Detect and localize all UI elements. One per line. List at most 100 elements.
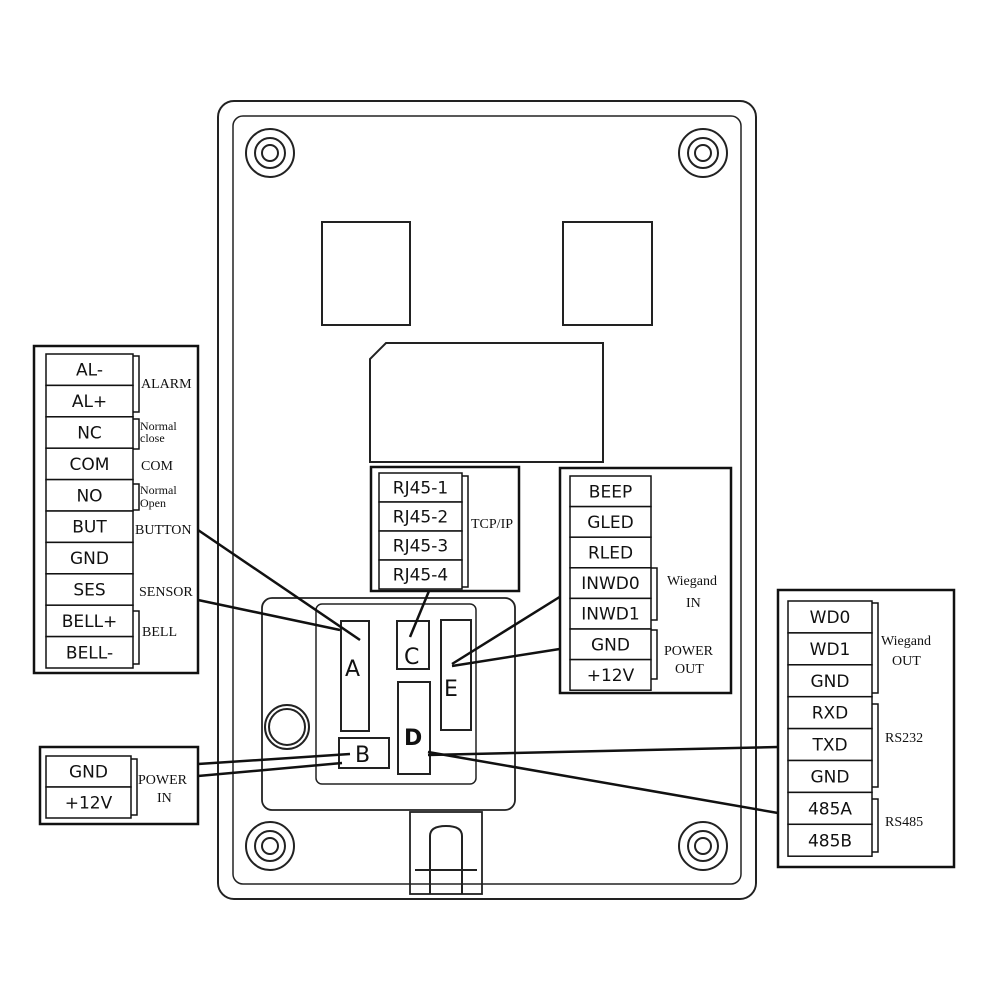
group-normal-open-1: Normal: [140, 483, 177, 497]
ports: A B C D E: [338, 619, 472, 775]
screw-hole-top-right: [678, 128, 728, 178]
cable-clip-slot: [429, 824, 463, 894]
tamper-button: [264, 704, 310, 750]
leader-rs232-to-d: [427, 745, 779, 757]
group-normal-close-1: Normal: [140, 419, 177, 433]
power-in-terminal-block: GND+12V POWER IN: [38, 745, 200, 826]
group-wiegand-out-1: Wiegand: [881, 634, 931, 649]
group-alarm: ALARM: [141, 377, 192, 392]
e-pin-label: INWD0: [581, 574, 639, 594]
leader-ses-to-a: [197, 598, 341, 632]
tcpip-pin-cell: [378, 501, 463, 532]
d-pin-label: TXD: [811, 736, 847, 756]
group-normal-close-2: close: [140, 431, 165, 445]
left-pin-cell: [45, 384, 134, 418]
tcpip-pin-label: RJ45-4: [393, 566, 448, 586]
left-pin-cell: [45, 353, 134, 387]
screw-hole-top-left: [245, 128, 295, 178]
left-brackets: [133, 355, 140, 665]
left-pin-cell: [45, 478, 134, 512]
d-pin-cell: [787, 727, 873, 762]
e-pin-label: GLED: [587, 513, 633, 533]
d-pin-label: 485B: [808, 831, 852, 851]
left-pin-label: AL+: [72, 392, 107, 412]
leader-power-out-to-e: [451, 646, 567, 668]
port-c: [396, 620, 430, 670]
group-power-out-1: POWER: [664, 644, 714, 659]
port-c-label: C: [404, 645, 419, 670]
power-pin-label: GND: [69, 763, 108, 783]
cable-clip: [409, 811, 483, 895]
leader-tcpip-to-c: [408, 590, 431, 638]
tcpip-pin-label: RJ45-3: [393, 537, 448, 557]
left-pin-label: BELL-: [66, 643, 113, 663]
group-power-in-2: IN: [157, 791, 172, 806]
left-pin-cell: [45, 604, 134, 638]
left-pin-label: AL-: [76, 361, 103, 381]
d-pin-label: WD0: [810, 608, 851, 628]
group-rs485: RS485: [885, 815, 923, 830]
e-pin-label: +12V: [587, 666, 635, 686]
e-pin-cell: [569, 475, 652, 508]
d-pin-cell: [787, 632, 873, 666]
d-pin-cell: [787, 695, 873, 730]
e-pin-label: BEEP: [589, 482, 632, 502]
e-pin-label: INWD1: [581, 605, 639, 625]
power-pin-cell: [45, 786, 132, 819]
port-a: [340, 620, 370, 732]
e-pin-cell: [569, 597, 652, 630]
group-com: COM: [141, 459, 173, 474]
leader-wiegand-in-to-e: [451, 591, 567, 666]
d-pin-cell: [787, 791, 873, 826]
d-pin-cell: [787, 664, 873, 698]
left-pin-label: SES: [73, 581, 105, 601]
left-pin-cell: [45, 541, 134, 575]
e-pin-cell: [569, 536, 652, 569]
tcpip-pin-label: RJ45-1: [393, 479, 448, 499]
d-pin-label: 485A: [808, 799, 852, 819]
left-pin-cell: [45, 510, 134, 544]
left-pin-label: GND: [70, 549, 109, 569]
left-pin-label: BUT: [72, 518, 107, 538]
port-d: [397, 681, 431, 775]
group-wiegand-in-2: IN: [686, 596, 701, 611]
port-e: [440, 619, 472, 731]
port-b-label: B: [355, 743, 370, 768]
group-wiegand-in-1: Wiegand: [667, 574, 717, 589]
left-pin-cell: [45, 416, 134, 449]
tcpip-pin-label: RJ45-2: [393, 508, 448, 528]
e-pin-cell: [569, 658, 652, 691]
left-pin-cell: [45, 447, 134, 481]
leader-rs485-to-d: [427, 750, 779, 815]
d-pin-label: GND: [811, 767, 850, 787]
leader-but-to-a: [197, 528, 361, 642]
group-tcpip: TCP/IP: [471, 517, 513, 532]
left-pin-cell: [45, 635, 134, 669]
leader-lines: [197, 528, 779, 815]
left-pin-label: BELL+: [62, 612, 118, 632]
device-body: [217, 100, 757, 900]
group-rs232: RS232: [885, 731, 923, 746]
d-pin-cell: [787, 823, 873, 857]
tcpip-pin-cell: [378, 559, 463, 590]
group-button: BUTTON: [135, 523, 192, 538]
group-normal-open-2: Open: [140, 496, 166, 510]
device-inner-shell: [232, 115, 742, 885]
group-bell: BELL: [142, 625, 177, 640]
left-pin-label: NO: [76, 486, 102, 506]
connector-recess-outer: [261, 597, 516, 811]
d-pin-cell: [787, 600, 873, 634]
tcpip-bracket: [462, 475, 469, 588]
group-wiegand-out-2: OUT: [892, 654, 921, 669]
left-pin-label: COM: [70, 455, 110, 475]
port-a-label: A: [345, 657, 360, 682]
module-board: [369, 342, 604, 463]
tcpip-pin-cell: [378, 472, 463, 503]
